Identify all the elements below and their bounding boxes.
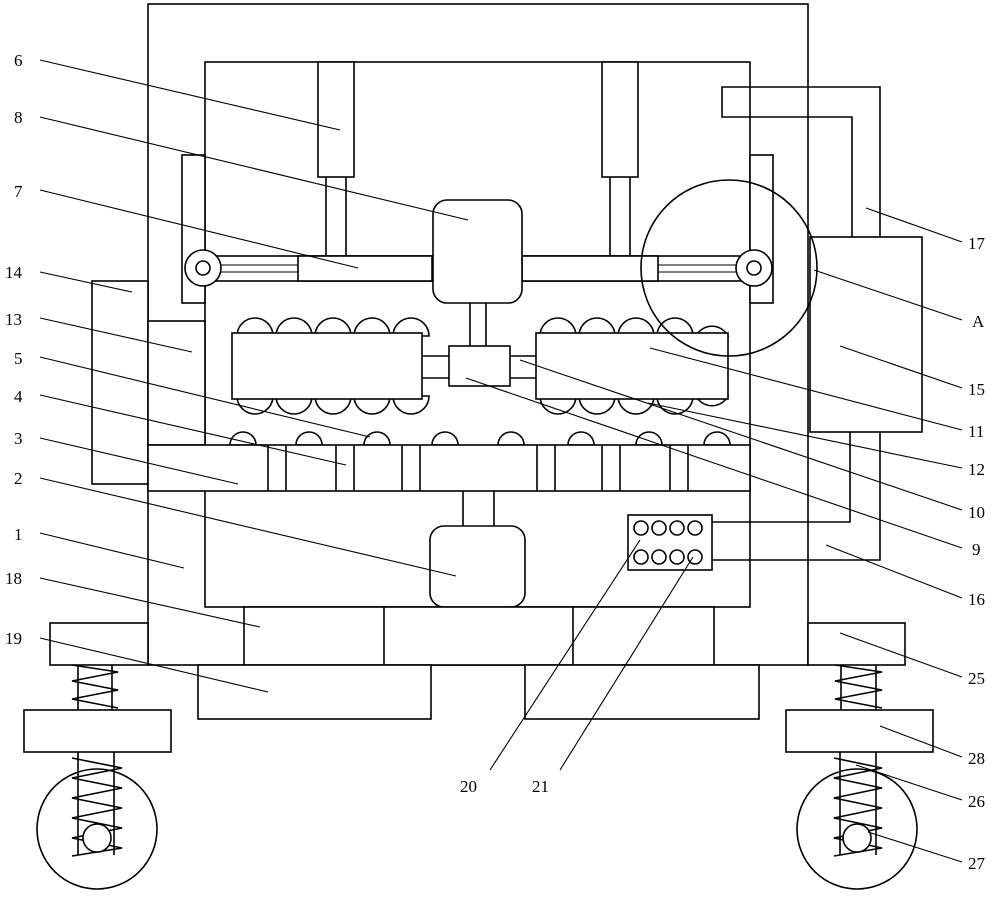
label-27: 27 bbox=[968, 854, 986, 873]
label-13: 13 bbox=[5, 310, 22, 329]
cylinder-rod-right bbox=[609, 177, 631, 255]
side-box-13 bbox=[147, 320, 206, 446]
plate-28-left bbox=[23, 709, 172, 753]
spring-right-top-rod bbox=[840, 665, 877, 710]
label-9: 9 bbox=[972, 540, 981, 559]
screen-plate bbox=[147, 444, 751, 492]
spring-left-top-rod bbox=[77, 665, 113, 710]
label-8: 8 bbox=[14, 108, 23, 127]
cylinder-left bbox=[317, 61, 355, 178]
spring-left-top bbox=[71, 664, 119, 709]
pipe-17 bbox=[721, 86, 881, 237]
pump-2 bbox=[429, 525, 526, 608]
screen-supports bbox=[267, 445, 689, 491]
label-17: 17 bbox=[968, 234, 986, 253]
cylinder-right bbox=[601, 61, 639, 178]
roller-left bbox=[231, 332, 423, 400]
cylinder-rod-left bbox=[325, 177, 347, 255]
label-25: 25 bbox=[968, 669, 985, 688]
base-18 bbox=[243, 606, 715, 666]
label-4: 4 bbox=[14, 387, 23, 406]
label-14: 14 bbox=[5, 263, 23, 282]
label-28: 28 bbox=[968, 749, 985, 768]
leader-lines bbox=[39, 59, 963, 863]
label-a: A bbox=[972, 312, 985, 331]
motor-shaft bbox=[469, 303, 487, 346]
label-2: 2 bbox=[14, 469, 23, 488]
part-labels: 6 8 7 14 13 5 4 3 2 1 18 19 17 A 15 11 1… bbox=[5, 51, 986, 873]
pulley-right-inner bbox=[746, 260, 762, 276]
motor-8 bbox=[432, 199, 523, 304]
detail-circle-a bbox=[640, 179, 818, 357]
label-20: 20 bbox=[460, 777, 477, 796]
coupling-9 bbox=[448, 345, 511, 387]
sleeve-left bbox=[297, 255, 433, 282]
label-3: 3 bbox=[14, 429, 23, 448]
plate-28-right bbox=[785, 709, 934, 753]
bracket-right bbox=[807, 622, 906, 666]
screen-bumps bbox=[229, 431, 731, 446]
block-19-left bbox=[197, 664, 432, 720]
panel-buttons bbox=[633, 520, 703, 565]
label-7: 7 bbox=[14, 182, 23, 201]
label-10: 10 bbox=[968, 503, 985, 522]
pipe-16 bbox=[712, 432, 881, 561]
tank-15 bbox=[809, 236, 923, 433]
block-19-right bbox=[524, 664, 760, 720]
pulley-left-inner bbox=[195, 260, 211, 276]
label-1: 1 bbox=[14, 525, 23, 544]
label-16: 16 bbox=[968, 590, 985, 609]
side-box-14 bbox=[91, 280, 149, 485]
label-21: 21 bbox=[532, 777, 549, 796]
label-5: 5 bbox=[14, 349, 23, 368]
roller-bumps-left bbox=[236, 317, 430, 415]
label-11: 11 bbox=[968, 422, 984, 441]
label-26: 26 bbox=[968, 792, 985, 811]
spring-right-top bbox=[834, 664, 883, 709]
label-15: 15 bbox=[968, 380, 985, 399]
sleeve-right bbox=[521, 255, 659, 282]
roller-bumps-right bbox=[539, 317, 730, 415]
label-6: 6 bbox=[14, 51, 23, 70]
axle-right bbox=[842, 823, 872, 853]
label-18: 18 bbox=[5, 569, 22, 588]
pump-shaft bbox=[462, 491, 495, 528]
axle-left bbox=[82, 823, 112, 853]
coupling-shaft bbox=[422, 355, 536, 379]
roller-right bbox=[535, 332, 729, 400]
label-12: 12 bbox=[968, 460, 985, 479]
base-dividers bbox=[383, 607, 574, 665]
label-19: 19 bbox=[5, 629, 22, 648]
